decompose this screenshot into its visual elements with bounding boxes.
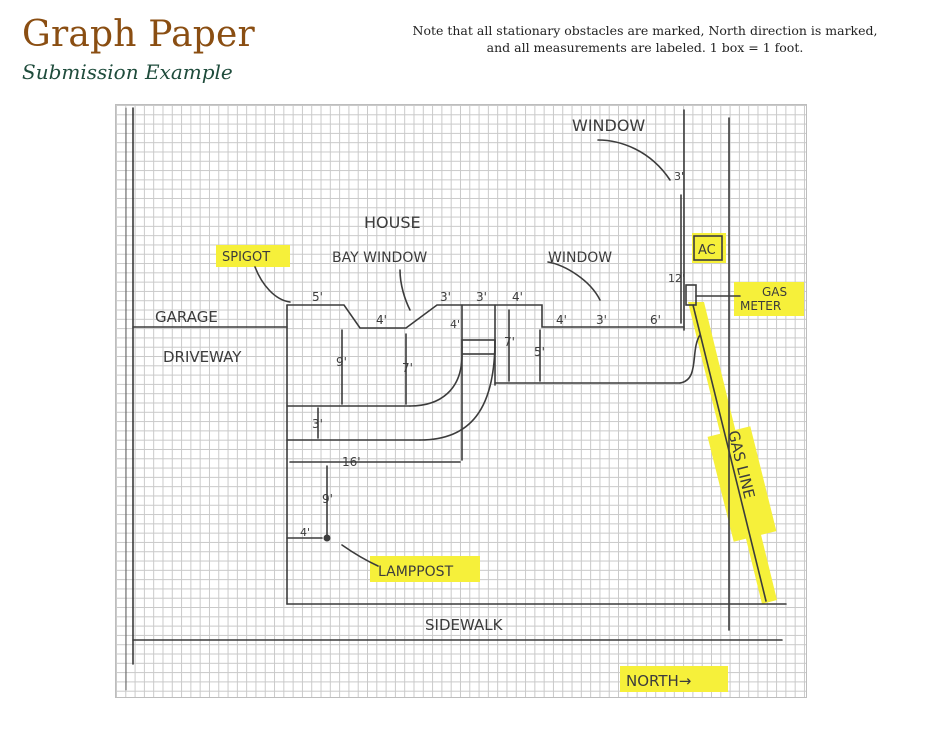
ac-label: AC [698, 243, 716, 258]
dim-5-text: 5' [312, 290, 323, 304]
dim-3-right-text: 3' [596, 313, 607, 327]
dim-3-window-text: 3' [674, 170, 684, 183]
driveway-label: DRIVEWAY [163, 348, 242, 366]
lamppost-dot [323, 534, 331, 542]
bay-window-leader [399, 269, 411, 311]
gas-meter-label-1: GAS [762, 285, 787, 299]
dim-4-c-text: 4' [512, 290, 523, 304]
note-line-1: Note that all stationary obstacles are m… [412, 23, 878, 38]
gas-meter-box [685, 284, 697, 306]
spigot-label: SPIGOT [222, 250, 270, 265]
north-label: NORTH→ [626, 672, 691, 690]
dim-16-text: 16' [342, 455, 361, 469]
pencil-lines [125, 107, 787, 691]
window-mid-label: WINDOW [548, 250, 612, 266]
house-front-left [286, 304, 685, 329]
dim-6-text: 6' [650, 313, 661, 327]
sidewalk-label: SIDEWALK [425, 616, 504, 634]
dim-3-b-text: 3' [476, 290, 487, 304]
dim-4-right-text: 4' [556, 313, 567, 327]
dim-3-lower-text: 3' [312, 417, 323, 431]
window-top-leader [597, 139, 671, 181]
lamppost-leader [341, 544, 379, 567]
gas-meter-highlight [734, 282, 804, 316]
ac-box [693, 235, 723, 261]
dim-12-text: 12' [668, 272, 685, 285]
north-highlight [620, 666, 728, 692]
dim-3-a-text: 3' [440, 290, 451, 304]
lamppost-highlight [370, 556, 480, 582]
dim-9-left-text: 9' [336, 355, 347, 369]
spigot-highlight [216, 245, 290, 267]
step-box [461, 339, 496, 355]
garage-label: GARAGE [155, 308, 218, 326]
bay-curve [409, 354, 463, 407]
dim-4-step-text: 4' [450, 318, 460, 331]
page-subtitle: Submission Example [22, 60, 233, 84]
front-curve [419, 339, 496, 441]
dim-4-bay-text: 4' [376, 313, 387, 327]
window-mid-leader [547, 261, 601, 301]
ac-highlight [692, 233, 726, 263]
instructions-note: Note that all stationary obstacles are m… [400, 22, 890, 56]
dim-9-lamp-text: 9' [322, 492, 333, 506]
lamppost-label: LAMPPOST [378, 564, 454, 580]
dim-7-right-text: 7' [504, 335, 515, 349]
window-top-label: WINDOW [572, 116, 645, 135]
bay-window-label: BAY WINDOW [332, 250, 427, 266]
gas-line [692, 304, 767, 602]
dim-5-right-text: 5' [534, 345, 545, 359]
porch-curve [679, 334, 701, 384]
page-title: Graph Paper [22, 14, 255, 55]
dim-4-lamp-text: 4' [300, 526, 310, 539]
spigot-leader [254, 266, 291, 303]
house-label: HOUSE [364, 213, 421, 232]
note-line-2: and all measurements are labeled. 1 box … [486, 40, 804, 55]
gas-meter-label-2: METER [740, 299, 781, 313]
gas-line-label-highlight [707, 426, 777, 542]
dim-7-bay-text: 7' [402, 361, 413, 375]
graph-paper-sheet [115, 104, 807, 698]
